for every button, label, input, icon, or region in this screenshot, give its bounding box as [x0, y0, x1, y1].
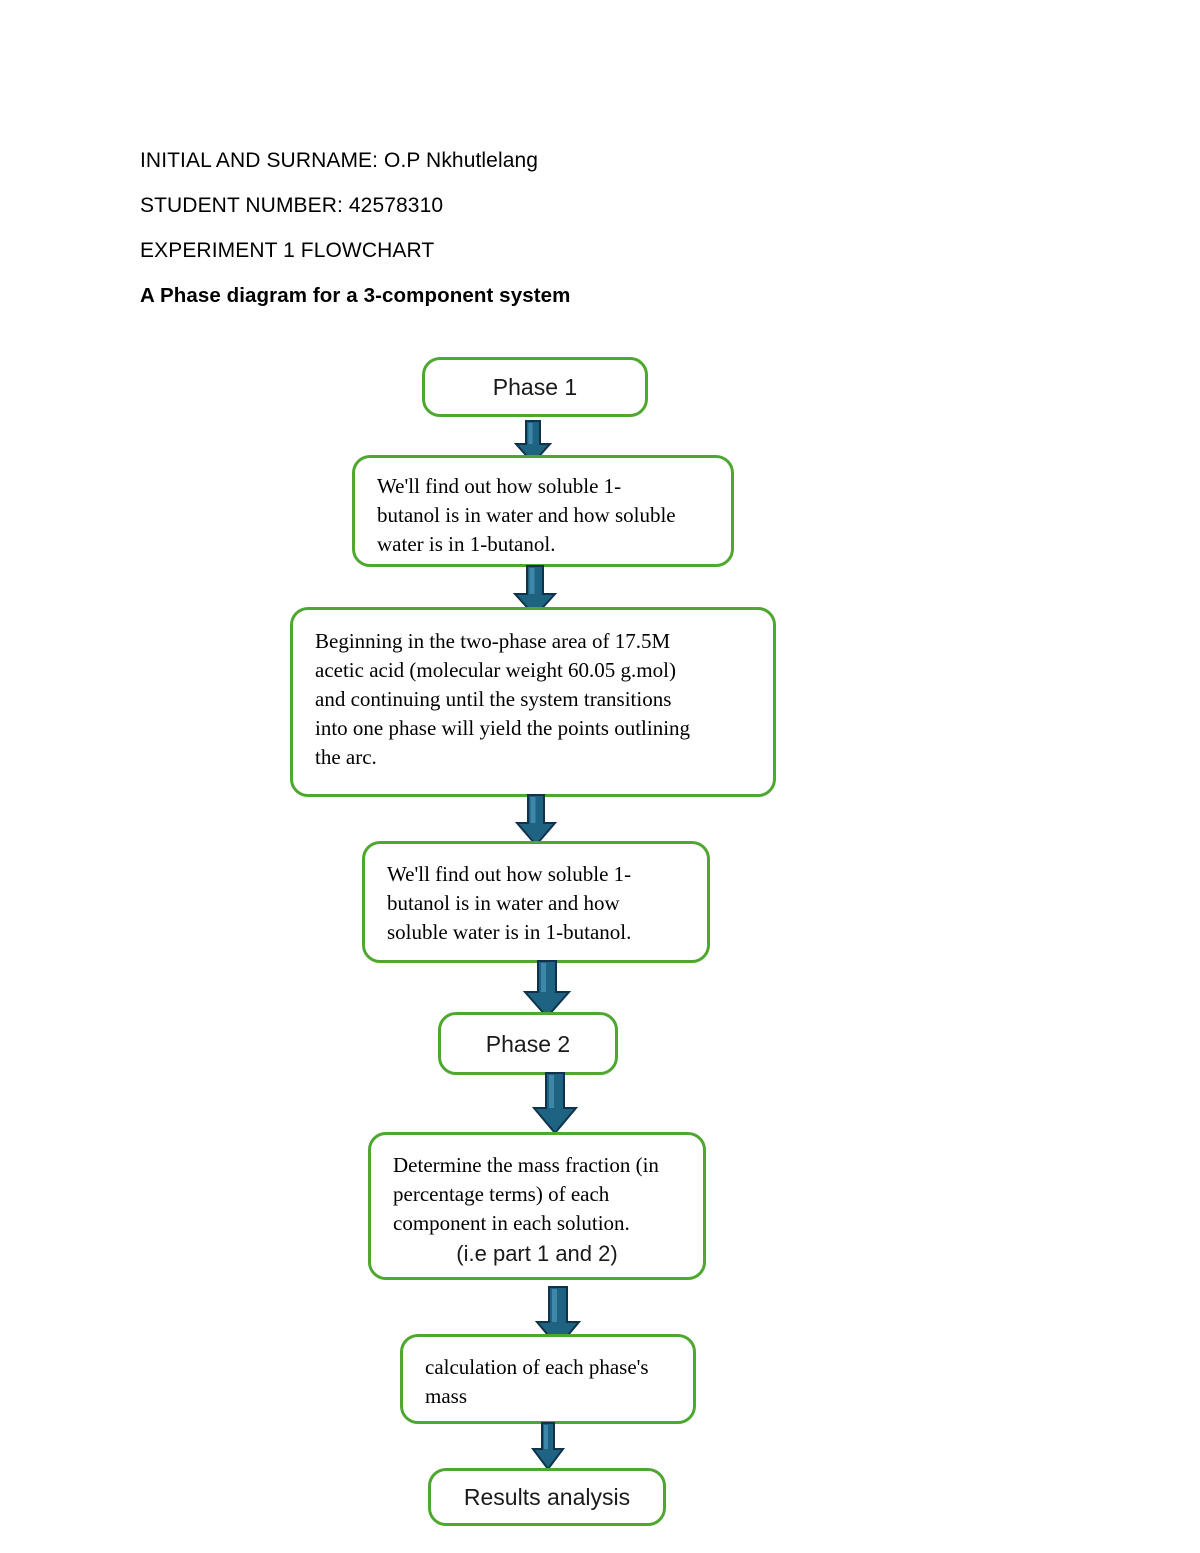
flow-node-mass-fraction[interactable]: Determine the mass fraction (in percenta…	[368, 1132, 706, 1280]
header-line-name: INITIAL AND SURNAME: O.P Nkhutlelang	[140, 149, 539, 172]
flow-node-mass-fraction-sublabel: (i.e part 1 and 2)	[456, 1241, 618, 1266]
header-line-experiment: EXPERIMENT 1 FLOWCHART	[140, 239, 435, 262]
flow-node-phase-mass-calculation[interactable]: calculation of each phase's mass	[400, 1334, 696, 1424]
down-arrow-icon	[531, 1072, 579, 1134]
down-arrow-icon	[531, 1422, 565, 1470]
flow-node-solubility-2[interactable]: We'll find out how soluble 1- butanol is…	[362, 841, 710, 963]
flow-node-solubility-1-label: We'll find out how soluble 1- butanol is…	[377, 474, 676, 556]
flow-node-phase-2-label: Phase 2	[485, 1030, 571, 1057]
header-line-subtitle: A Phase diagram for a 3-component system	[140, 284, 571, 307]
down-arrow-icon	[522, 960, 572, 1018]
flow-node-phase-mass-calculation-label: calculation of each phase's mass	[425, 1355, 649, 1408]
flow-node-results-analysis[interactable]: Results analysis	[428, 1468, 666, 1526]
flow-node-phase-1[interactable]: Phase 1	[422, 357, 648, 417]
flow-node-phase-2[interactable]: Phase 2	[438, 1012, 618, 1075]
down-arrow-icon	[514, 420, 552, 464]
flow-node-solubility-1[interactable]: We'll find out how soluble 1- butanol is…	[352, 455, 734, 567]
header-line-student-number: STUDENT NUMBER: 42578310	[140, 194, 444, 217]
flow-node-mass-fraction-label: Determine the mass fraction (in percenta…	[393, 1153, 659, 1235]
flow-node-solubility-2-label: We'll find out how soluble 1- butanol is…	[387, 862, 632, 944]
flow-node-phase-1-label: Phase 1	[492, 374, 578, 400]
flow-node-two-phase-area-label: Beginning in the two-phase area of 17.5M…	[315, 629, 691, 769]
flow-node-results-analysis-label: Results analysis	[463, 1484, 631, 1510]
document-header: INITIAL AND SURNAME: O.P Nkhutlelang STU…	[140, 138, 1040, 318]
down-arrow-icon	[514, 794, 558, 846]
down-arrow-icon	[512, 565, 558, 617]
flow-node-two-phase-area[interactable]: Beginning in the two-phase area of 17.5M…	[290, 607, 776, 797]
